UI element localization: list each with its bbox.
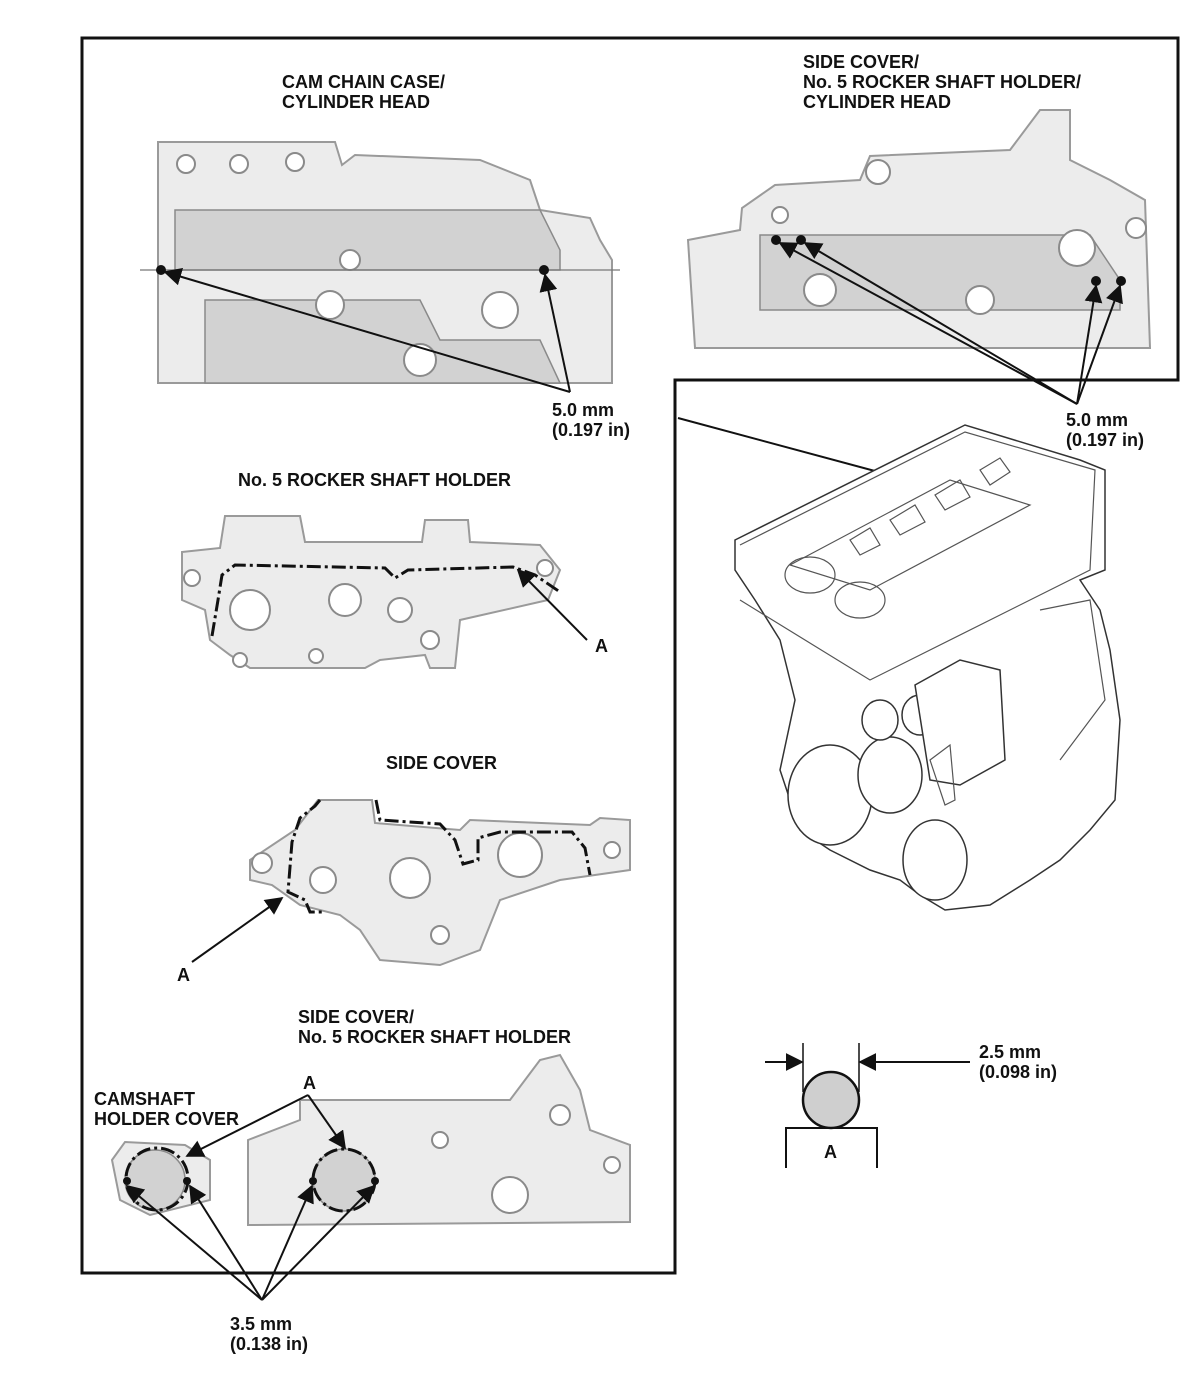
cam-chain-case-illustration: [140, 141, 620, 384]
bead-cross-section: [765, 1043, 970, 1168]
gap-point-right: [539, 265, 549, 275]
rocker-shaft-holder-illustration: [181, 515, 562, 669]
label-rocker-shaft-holder: No. 5 ROCKER SHAFT HOLDER: [238, 470, 511, 490]
label-cam-chain-case: CAM CHAIN CASE/ CYLINDER HEAD: [282, 72, 450, 112]
sealant-bead-rocker: [210, 563, 561, 637]
label-side-cover-rocker-head: SIDE COVER/ No. 5 ROCKER SHAFT HOLDER/ C…: [803, 52, 1086, 112]
callout-a-camshaft: A: [303, 1073, 316, 1093]
callout-a-section: A: [824, 1142, 837, 1162]
label-camshaft-holder-cover: CAMSHAFT HOLDER COVER: [94, 1089, 239, 1129]
engine-overview-illustration: [734, 424, 1121, 911]
sealant-bead-side-cover: [286, 799, 592, 914]
detail-frame: [80, 36, 1180, 1275]
label-side-cover-rocker: SIDE COVER/ No. 5 ROCKER SHAFT HOLDER: [298, 1007, 571, 1047]
dimension-gap-camshaft: 3.5 mm (0.138 in): [230, 1314, 308, 1354]
side-cover-head-illustration: [686, 109, 1152, 349]
callout-a-rocker: A: [595, 636, 608, 656]
side-cover-illustration: [249, 799, 631, 967]
dimension-gap-side-cover: 5.0 mm (0.197 in): [1066, 410, 1144, 450]
dimension-gap-cam-chain: 5.0 mm (0.197 in): [552, 400, 630, 440]
callout-a-side-cover: A: [177, 965, 190, 985]
dimension-bead-diameter: 2.5 mm (0.098 in): [979, 1042, 1057, 1082]
label-side-cover: SIDE COVER: [386, 753, 497, 773]
gap-point-left: [156, 265, 166, 275]
